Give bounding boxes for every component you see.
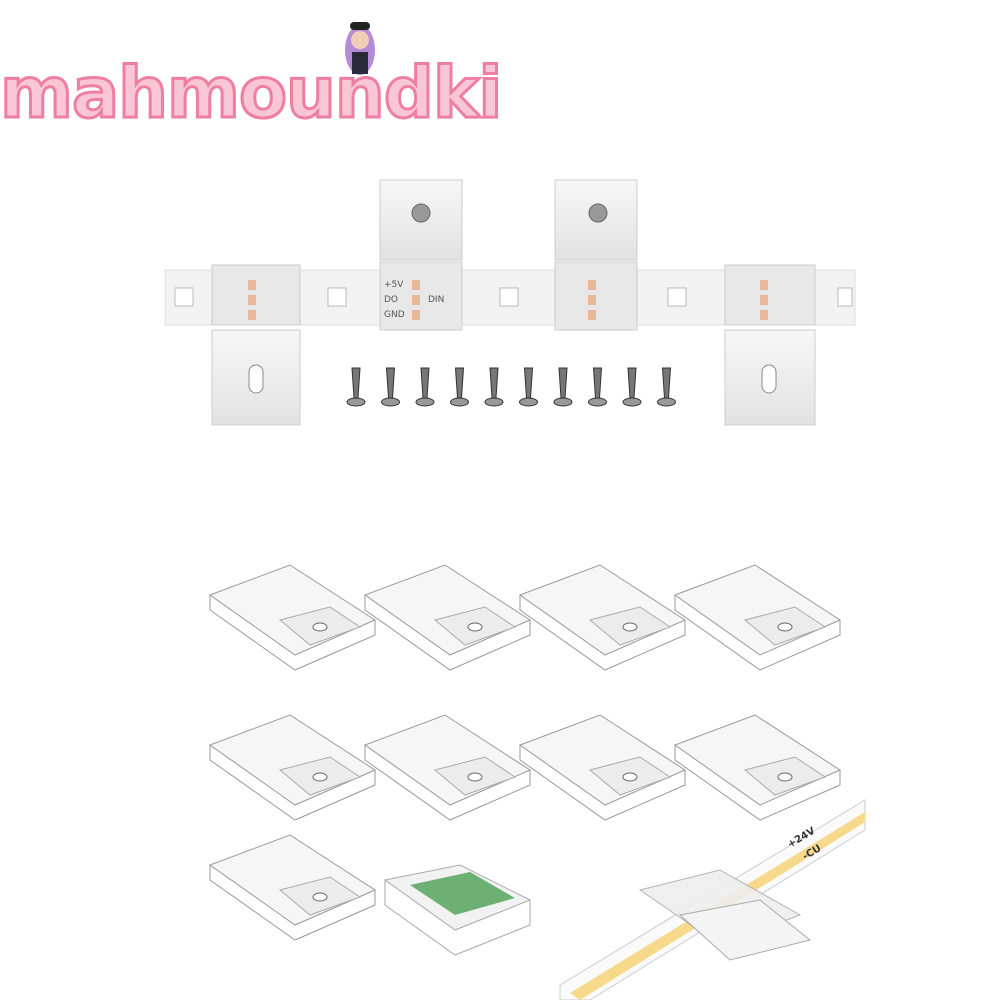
cob-led-strip: +24V -CU [559, 799, 866, 1000]
clear-clip [363, 714, 532, 821]
label-din: DIN [428, 295, 444, 305]
adhesive-clip [383, 864, 532, 956]
clear-clip [518, 714, 687, 821]
screw [450, 367, 469, 407]
screw [484, 367, 504, 407]
screw [622, 367, 642, 407]
clear-clip [673, 564, 842, 671]
label-plus5v: +5V [384, 280, 404, 290]
connector-clip-top-2 [554, 179, 638, 331]
label-gnd: GND [384, 310, 405, 320]
screw [415, 367, 435, 407]
screw [381, 367, 400, 407]
clear-clip [208, 834, 377, 941]
watermark-figure [345, 22, 375, 75]
connector-clip-top-1 [379, 179, 463, 331]
connector-clip-bottom-2 [724, 264, 816, 426]
clear-clip [363, 564, 532, 671]
label-do: DO [384, 295, 398, 305]
screw [519, 367, 538, 407]
screw [553, 367, 573, 407]
strip-pad-labels: +5V DO GND DIN [384, 280, 444, 320]
screw [588, 367, 607, 407]
clear-clip [518, 564, 687, 671]
clear-clip [208, 564, 377, 671]
screws [346, 367, 676, 407]
clear-clips [208, 564, 842, 941]
clear-clip [673, 714, 842, 821]
watermark-logo: mahmoundki [0, 52, 504, 134]
screw [657, 367, 676, 407]
clear-clip [208, 714, 377, 821]
connector-clip-bottom-1 [211, 264, 301, 426]
screw [346, 367, 366, 407]
